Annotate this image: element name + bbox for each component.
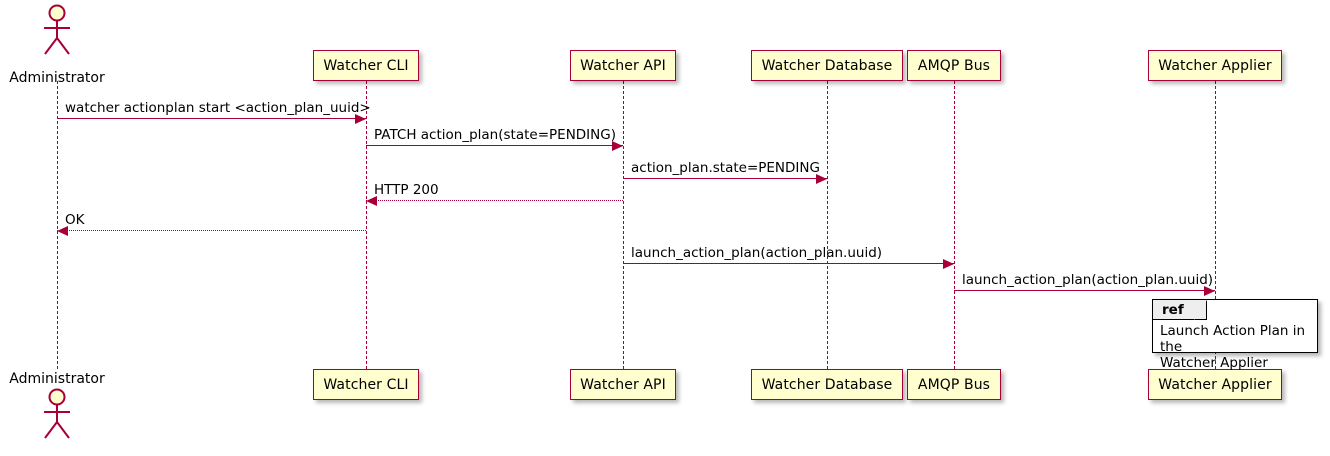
- message-line-msg-4: [366, 200, 623, 201]
- actor-figure-icon: [44, 388, 70, 439]
- actor-label-administrator: Administrator: [9, 70, 105, 86]
- ref-tab-notch-icon: [1194, 300, 1208, 320]
- message-line-msg-2: [366, 145, 623, 146]
- lifeline-watcher-applier: [1215, 81, 1216, 369]
- arrowhead-msg-3: [816, 173, 827, 184]
- actor-label-administrator: Administrator: [9, 371, 105, 387]
- lifeline-watcher-cli: [366, 81, 367, 369]
- ref-fragment-text: Launch Action Plan in the Watcher Applie…: [1160, 323, 1306, 371]
- message-label-msg-3: action_plan.state=PENDING: [631, 160, 820, 176]
- actor-figure-icon: [44, 4, 70, 55]
- participant-watcher-cli-bottom[interactable]: Watcher CLI: [312, 369, 420, 400]
- participant-watcher-applier-bottom[interactable]: Watcher Applier: [1148, 369, 1282, 400]
- message-label-msg-6: launch_action_plan(action_plan.uuid): [631, 245, 883, 261]
- ref-fragment-keyword: ref: [1162, 301, 1184, 318]
- lifeline-watcher-api: [623, 81, 624, 369]
- message-line-msg-1: [57, 118, 366, 119]
- message-line-msg-7: [954, 290, 1215, 291]
- participant-watcher-api-top[interactable]: Watcher API: [569, 50, 677, 81]
- arrowhead-msg-5: [57, 225, 68, 236]
- message-label-msg-1: watcher actionplan start <action_plan_uu…: [65, 100, 371, 116]
- lifeline-administrator: [57, 81, 58, 369]
- arrowhead-msg-1: [355, 113, 366, 124]
- message-label-msg-7: launch_action_plan(action_plan.uuid): [962, 272, 1214, 288]
- participant-watcher-api-bottom[interactable]: Watcher API: [569, 369, 677, 400]
- participant-amqp-bus-bottom[interactable]: AMQP Bus: [907, 369, 1001, 400]
- message-line-msg-3: [623, 178, 827, 179]
- message-label-msg-2: PATCH action_plan(state=PENDING): [374, 127, 616, 143]
- arrowhead-msg-7: [1204, 285, 1215, 296]
- participant-watcher-applier-top[interactable]: Watcher Applier: [1148, 50, 1282, 81]
- arrowhead-msg-6: [943, 258, 954, 269]
- lifeline-amqp-bus: [954, 81, 955, 369]
- message-label-msg-5: OK: [65, 212, 85, 228]
- message-line-msg-6: [623, 263, 954, 264]
- message-label-msg-4: HTTP 200: [374, 182, 439, 198]
- arrowhead-msg-2: [612, 140, 623, 151]
- ref-fragment: ref Launch Action Plan in the Watcher Ap…: [1152, 299, 1318, 371]
- participant-amqp-bus-top[interactable]: AMQP Bus: [907, 50, 1001, 81]
- message-line-msg-5: [57, 230, 366, 231]
- ref-fragment-tab: ref: [1153, 300, 1208, 320]
- participant-watcher-database-top[interactable]: Watcher Database: [751, 50, 903, 81]
- arrowhead-msg-4: [366, 195, 377, 206]
- participant-watcher-cli-top[interactable]: Watcher CLI: [312, 50, 420, 81]
- actor-administrator[interactable]: [37, 388, 77, 440]
- actor-administrator[interactable]: [37, 4, 77, 56]
- participant-watcher-database-bottom[interactable]: Watcher Database: [751, 369, 903, 400]
- lifeline-watcher-database: [827, 81, 828, 369]
